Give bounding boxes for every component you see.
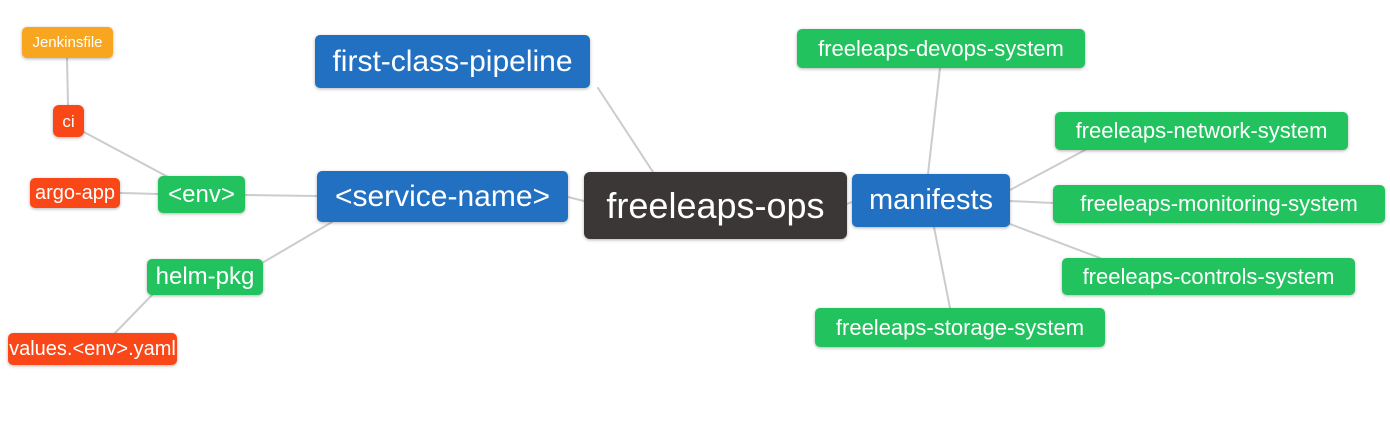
edge-service-name-helm-pkg bbox=[261, 221, 333, 264]
node-helm-pkg[interactable]: helm-pkg bbox=[147, 259, 263, 295]
node-values-env-yaml[interactable]: values.<env>.yaml bbox=[8, 333, 177, 365]
node-ci[interactable]: ci bbox=[53, 105, 84, 137]
edge-manifests-controls bbox=[1009, 223, 1101, 259]
node-first-class-pipeline[interactable]: first-class-pipeline bbox=[315, 35, 590, 88]
edge-jenkinsfile-ci bbox=[66, 57, 69, 106]
edge-ci-env bbox=[81, 130, 169, 178]
node-storage-system[interactable]: freeleaps-storage-system bbox=[815, 308, 1105, 347]
edge-service-name-freeleaps-ops bbox=[567, 196, 585, 202]
node-network-system[interactable]: freeleaps-network-system bbox=[1055, 112, 1348, 150]
node-env[interactable]: <env> bbox=[158, 176, 245, 213]
node-freeleaps-ops-root[interactable]: freeleaps-ops bbox=[584, 172, 847, 239]
node-controls-system[interactable]: freeleaps-controls-system bbox=[1062, 258, 1355, 295]
edge-manifests-monitoring bbox=[1009, 200, 1054, 204]
node-monitoring-system[interactable]: freeleaps-monitoring-system bbox=[1053, 185, 1385, 223]
node-devops-system[interactable]: freeleaps-devops-system bbox=[797, 29, 1085, 68]
edge-manifests-storage bbox=[933, 226, 951, 309]
node-argo-app[interactable]: argo-app bbox=[30, 178, 120, 208]
edge-argo-app-env bbox=[119, 192, 159, 195]
node-manifests[interactable]: manifests bbox=[852, 174, 1010, 227]
edge-env-service-name bbox=[244, 194, 318, 197]
node-jenkinsfile[interactable]: Jenkinsfile bbox=[22, 27, 113, 58]
edge-pipeline-freeleaps-ops bbox=[597, 87, 654, 173]
edge-helm-pkg-values bbox=[113, 294, 153, 335]
edge-manifests-devops bbox=[927, 67, 941, 175]
edge-manifests-network bbox=[1009, 149, 1086, 191]
edge-freeleaps-ops-manifests bbox=[846, 201, 853, 205]
node-service-name[interactable]: <service-name> bbox=[317, 171, 568, 222]
